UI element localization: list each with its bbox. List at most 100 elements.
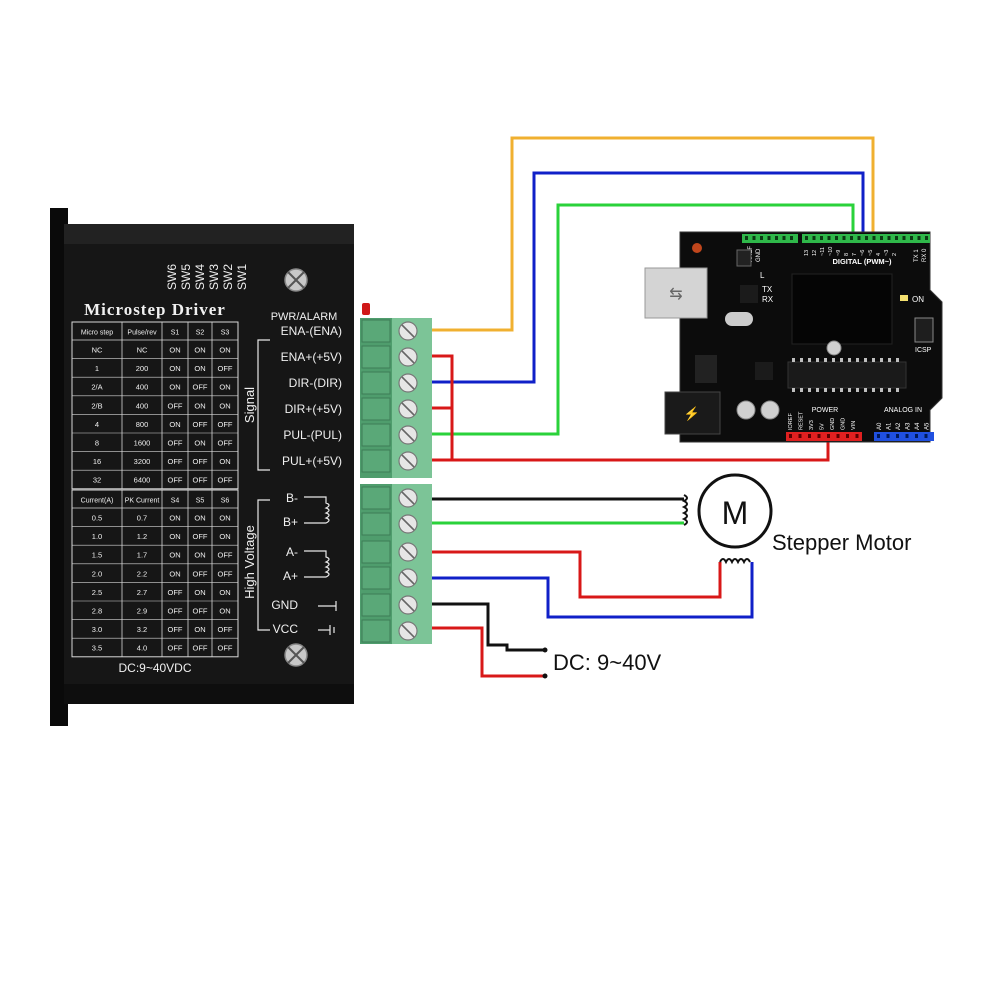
- digital-pin-label: 12: [812, 250, 818, 256]
- switch-label-sw3: SW3: [207, 264, 221, 290]
- signal-terminal-screw[interactable]: [361, 449, 418, 473]
- power-terminal-screw[interactable]: [361, 593, 418, 617]
- analog-pin-label: A0: [877, 422, 883, 430]
- analog-label: ANALOG IN: [884, 407, 922, 414]
- table1-cell: OFF: [218, 364, 233, 373]
- table2-cell: 4.0: [137, 644, 147, 653]
- table1-cell: OFF: [193, 457, 208, 466]
- rx-pin-label: RX 0: [922, 248, 928, 262]
- tx-pin-label: TX 1: [914, 249, 920, 262]
- switch-label-sw1: SW1: [235, 264, 249, 290]
- table2-cell: OFF: [218, 569, 233, 578]
- table2-header: PK Current: [125, 498, 160, 505]
- dc-rating: DC:9~40VDC: [118, 661, 191, 675]
- switch-label-sw6: SW6: [165, 264, 179, 290]
- wire-a-plus: [430, 562, 754, 619]
- table1-cell: 2/A: [91, 383, 102, 392]
- table2-cell: ON: [169, 532, 180, 541]
- table1-cell: 16: [93, 457, 101, 466]
- signal-terminal-screw[interactable]: [361, 345, 418, 369]
- table2-cell: 3.0: [92, 625, 102, 634]
- table1-header: Pulse/rev: [127, 330, 157, 337]
- analog-pin-label: A3: [906, 422, 912, 430]
- reset-button: [692, 243, 702, 253]
- table2-cell: ON: [194, 551, 205, 560]
- power-terminal-label: GND: [271, 598, 298, 612]
- power-terminal-screw[interactable]: [361, 486, 418, 510]
- icsp-label: ICSP: [915, 347, 932, 354]
- power-pin-label: RESET: [799, 411, 805, 430]
- table1-cell: 1600: [134, 439, 151, 448]
- table1-cell: ON: [219, 383, 230, 392]
- icsp-top: [736, 249, 752, 267]
- power-terminal-screw[interactable]: [361, 619, 418, 643]
- power-terminal-screw[interactable]: [361, 540, 418, 564]
- digital-pin-label: ~5: [868, 250, 874, 256]
- usb-chip: [740, 285, 758, 303]
- table1-cell: NC: [92, 346, 103, 355]
- table2-cell: ON: [194, 588, 205, 597]
- table2-cell: OFF: [218, 625, 233, 634]
- table2-cell: 1.7: [137, 551, 147, 560]
- table2-cell: 2.7: [137, 588, 147, 597]
- table1-cell: OFF: [168, 457, 183, 466]
- table2-cell: 2.9: [137, 607, 147, 616]
- dc-supply-label: DC: 9~40V: [553, 650, 662, 675]
- table2-cell: 3.5: [92, 644, 102, 653]
- signal-group-label: Signal: [242, 387, 257, 423]
- pwr-alarm-label: PWR/ALARM: [271, 311, 338, 323]
- signal-terminal-screw[interactable]: [361, 397, 418, 421]
- power-terminal-screw[interactable]: [361, 512, 418, 536]
- digital-pin-label: 4: [876, 253, 882, 256]
- table2-cell: OFF: [193, 607, 208, 616]
- table2-cell: ON: [219, 607, 230, 616]
- table2-cell: ON: [219, 514, 230, 523]
- power-terminal-screw[interactable]: [361, 566, 418, 590]
- table1-cell: 200: [136, 364, 149, 373]
- table2-cell: OFF: [193, 532, 208, 541]
- power-terminal-label: B+: [283, 515, 298, 529]
- table1-cell: OFF: [168, 476, 183, 485]
- dc-jack: [664, 391, 721, 435]
- table1-cell: OFF: [218, 476, 233, 485]
- digital-pin-label: 8: [844, 253, 850, 256]
- signal-terminal-screw[interactable]: [361, 319, 418, 343]
- table2-cell: ON: [169, 551, 180, 560]
- table1-cell: ON: [194, 439, 205, 448]
- driver-body: [64, 224, 354, 704]
- table2-cell: 1.0: [92, 532, 102, 541]
- motor-letter: M: [722, 495, 749, 531]
- capacitor-2: [760, 400, 780, 420]
- signal-terminal-screw[interactable]: [361, 423, 418, 447]
- table1-cell: ON: [194, 364, 205, 373]
- power-terminal-label: VCC: [273, 622, 299, 636]
- power-pin-label: GND: [830, 418, 836, 430]
- wire-a-minus: [430, 550, 722, 599]
- table1-cell: OFF: [168, 401, 183, 410]
- gnd-top-label: GND: [756, 248, 762, 262]
- usb-port: [644, 267, 708, 319]
- table1-cell: ON: [169, 346, 180, 355]
- table2-cell: 0.7: [137, 514, 147, 523]
- digital-pin-label: 7: [852, 253, 858, 256]
- table2-header: S4: [171, 498, 180, 505]
- table1-cell: ON: [169, 383, 180, 392]
- table2-cell: 2.2: [137, 569, 147, 578]
- digital-pin-label: ~11: [820, 247, 826, 256]
- table1-cell: 8: [95, 439, 99, 448]
- table1-frame: [71, 321, 239, 490]
- signal-terminal-label: PUL-(PUL): [283, 428, 342, 442]
- digital-pin-label: ~6: [860, 250, 866, 256]
- table2-cell: OFF: [168, 588, 183, 597]
- table2-cell: OFF: [168, 625, 183, 634]
- power-terminal-label: A+: [283, 569, 298, 583]
- table2-cell: ON: [194, 625, 205, 634]
- switch-label-sw5: SW5: [179, 264, 193, 290]
- usb-icon: ⇆: [669, 286, 682, 303]
- brackets: [257, 339, 270, 631]
- signal-terminal-screw[interactable]: [361, 371, 418, 395]
- wire-gnd: [430, 602, 545, 652]
